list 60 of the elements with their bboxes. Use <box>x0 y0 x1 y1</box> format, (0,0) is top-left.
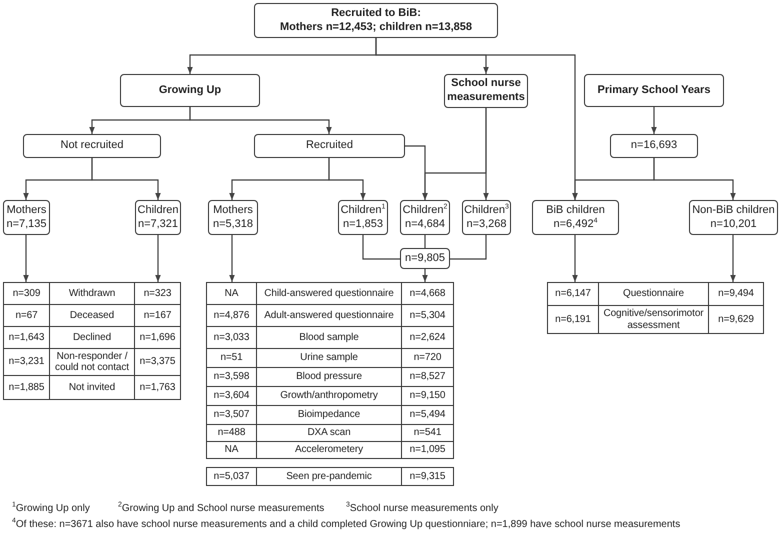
arrow <box>651 107 657 134</box>
table-cell: n=5,037 <box>206 467 257 486</box>
table-cell: n=6,191 <box>547 305 599 334</box>
node-label: Recruited <box>306 139 354 153</box>
connector-line <box>362 235 400 260</box>
table-cell: n=6,147 <box>547 282 599 306</box>
table-cell: n=1,885 <box>3 375 50 400</box>
node-label: Children n=7,321 <box>138 204 178 232</box>
node-label: Children$^{1}$ n=1,853 <box>340 204 386 232</box>
arrow <box>155 235 161 282</box>
footnote: $^{3}$School nurse measurements only <box>346 503 498 514</box>
arrow <box>730 235 736 282</box>
footnote: $^{1}$Growing Up only <box>12 503 90 514</box>
table-cell: n=9,494 <box>708 282 764 306</box>
node-label: n=16,693 <box>630 139 678 153</box>
process-box <box>254 3 498 38</box>
table-cell: n=9,315 <box>401 467 454 486</box>
node-label: n=9,805 <box>404 252 446 266</box>
arrow <box>91 158 161 200</box>
process-box <box>610 134 698 158</box>
node-label: Primary School Years <box>598 84 710 98</box>
table-cell: n=1,763 <box>134 375 181 400</box>
process-box <box>120 74 260 107</box>
node-label: Children$^{3}$ n=3,268 <box>464 204 509 232</box>
arrow <box>483 108 489 200</box>
connector-line <box>450 235 487 260</box>
table-cell: n=1,095 <box>401 441 454 459</box>
process-box <box>23 134 161 158</box>
node-label: Mothers n=7,135 <box>6 204 47 232</box>
table-cell: Seen pre-pandemic <box>256 467 402 486</box>
arrow <box>229 235 235 282</box>
node-label: Mothers n=5,318 <box>212 204 254 232</box>
node-label: Children$^{2}$ n=4,684 <box>402 204 448 232</box>
footnote: $^{2}$Growing Up and School nurse measurements <box>118 503 324 514</box>
node-label: Not recruited <box>60 139 124 153</box>
arrow <box>189 107 332 134</box>
arrow <box>23 235 29 282</box>
process-box <box>584 74 724 107</box>
arrow <box>405 145 428 200</box>
footnote: $^{4}$Of these: n=3671 also have school nurse measurements and a child completed Growing Up questionniare; n=1,899 have school nurse measurements <box>12 519 680 530</box>
arrow <box>572 235 578 282</box>
process-box <box>532 200 619 235</box>
node-label: BiB children n=6,492$^{4}$ <box>545 204 606 232</box>
table-cell: NA <box>206 282 257 305</box>
connector-line <box>424 235 426 248</box>
table-cell: n=323 <box>134 282 181 305</box>
node-label: Mothers n=12,453; children n=13,858 <box>280 20 472 34</box>
node-label: Recruited to BiB: <box>331 6 421 20</box>
table-cell: n=309 <box>3 282 50 305</box>
table-cell: NA <box>206 441 257 459</box>
table-cell: n=9,629 <box>708 305 764 334</box>
process-box <box>400 248 450 269</box>
node-label: Non-BiB children n=10,201 <box>692 204 775 232</box>
arrow <box>653 158 736 200</box>
node-label: School nurse measurements <box>447 77 525 105</box>
process-box <box>254 134 405 158</box>
table-cell: n=4,668 <box>401 282 454 305</box>
arrow <box>422 269 428 282</box>
arrow <box>328 158 366 200</box>
node-label: Growing Up <box>158 84 222 98</box>
